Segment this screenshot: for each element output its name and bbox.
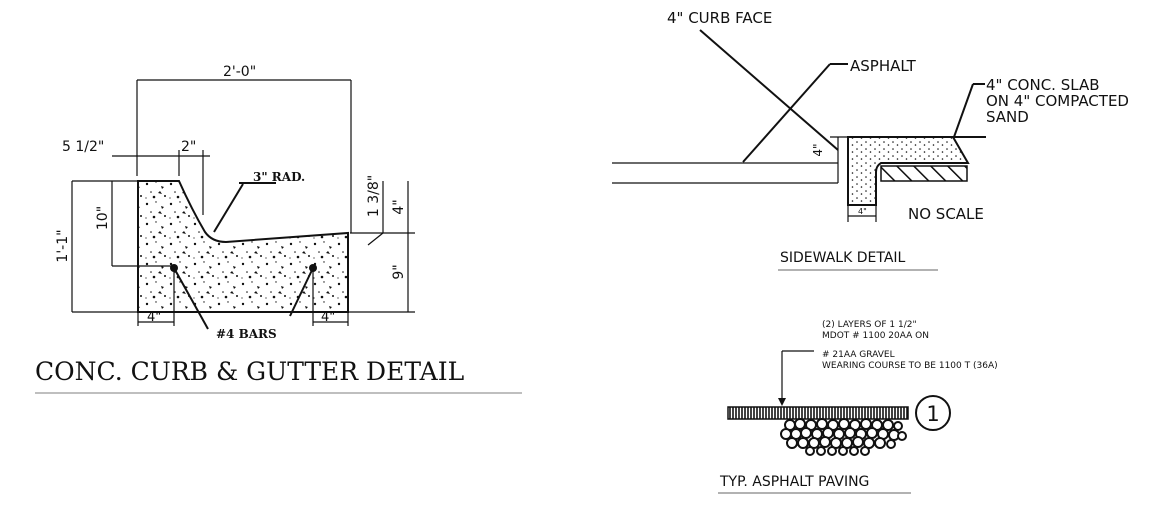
sidewalk-slab-label-2: ON 4" COMPACTED	[986, 92, 1129, 110]
dim-top-width: 5 1/2"	[62, 139, 104, 155]
dim-overall-width: 2'-0"	[223, 64, 256, 80]
paving-note-2: MDOT # 1100 20AA ON	[822, 331, 929, 341]
paving-callout	[915, 395, 951, 431]
dim-lip: 1 3/8"	[366, 175, 382, 217]
sidewalk-slab-label-3: SAND	[986, 108, 1029, 126]
paving-note-3: # 21AA GRAVEL	[822, 350, 895, 360]
sidewalk-width-dim: 4"	[858, 207, 867, 216]
dim-curb-height: 10"	[95, 206, 111, 230]
dim-radius: 3" RAD.	[253, 170, 305, 184]
paving-note-1: (2) LAYERS OF 1 1/2"	[822, 320, 917, 330]
sidewalk-curb-face-label: 4" CURB FACE	[667, 9, 772, 27]
dim-edge-drop: 4"	[391, 199, 407, 214]
paving-note-4: WEARING COURSE TO BE 1100 T (36A)	[822, 361, 998, 371]
sidewalk-slab-label-1: 4" CONC. SLAB	[986, 76, 1100, 94]
sidewalk-title: SIDEWALK DETAIL	[780, 250, 906, 266]
asphalt-paving-detail: (2) LAYERS OF 1 1/2" MDOT # 1100 20AA ON…	[718, 320, 998, 494]
sidewalk-asphalt-label: ASPHALT	[850, 57, 917, 75]
sidewalk-slab	[847, 136, 970, 206]
curb-gutter-section	[137, 180, 349, 313]
sidewalk-height-dim: 4"	[811, 143, 825, 156]
dim-bar-offset-right: 4"	[321, 310, 335, 325]
gravel-base	[780, 418, 907, 456]
sidewalk-detail: 4" 4" 4" CURB FACE ASPHALT 4" CONC. SLAB…	[612, 9, 1129, 271]
dim-bar-offset-left: 4"	[147, 310, 161, 325]
curb-gutter-detail: 2'-0" 5 1/2" 2" 3" RAD. 10" 1'-1" 1 3/8"…	[35, 64, 522, 394]
paving-callout-number: 1	[926, 402, 939, 426]
paving-title: TYP. ASPHALT PAVING	[719, 474, 869, 490]
wearing-course	[727, 406, 909, 420]
dim-face-offset: 2"	[181, 139, 196, 155]
dim-gutter-depth: 9"	[391, 264, 407, 279]
compacted-sand	[880, 165, 968, 182]
curb-gutter-title: CONC. CURB & GUTTER DETAIL	[35, 357, 464, 386]
sidewalk-scale-label: NO SCALE	[908, 205, 984, 223]
label-bars: #4 BARS	[216, 327, 277, 341]
dim-overall-height: 1'-1"	[55, 229, 71, 262]
